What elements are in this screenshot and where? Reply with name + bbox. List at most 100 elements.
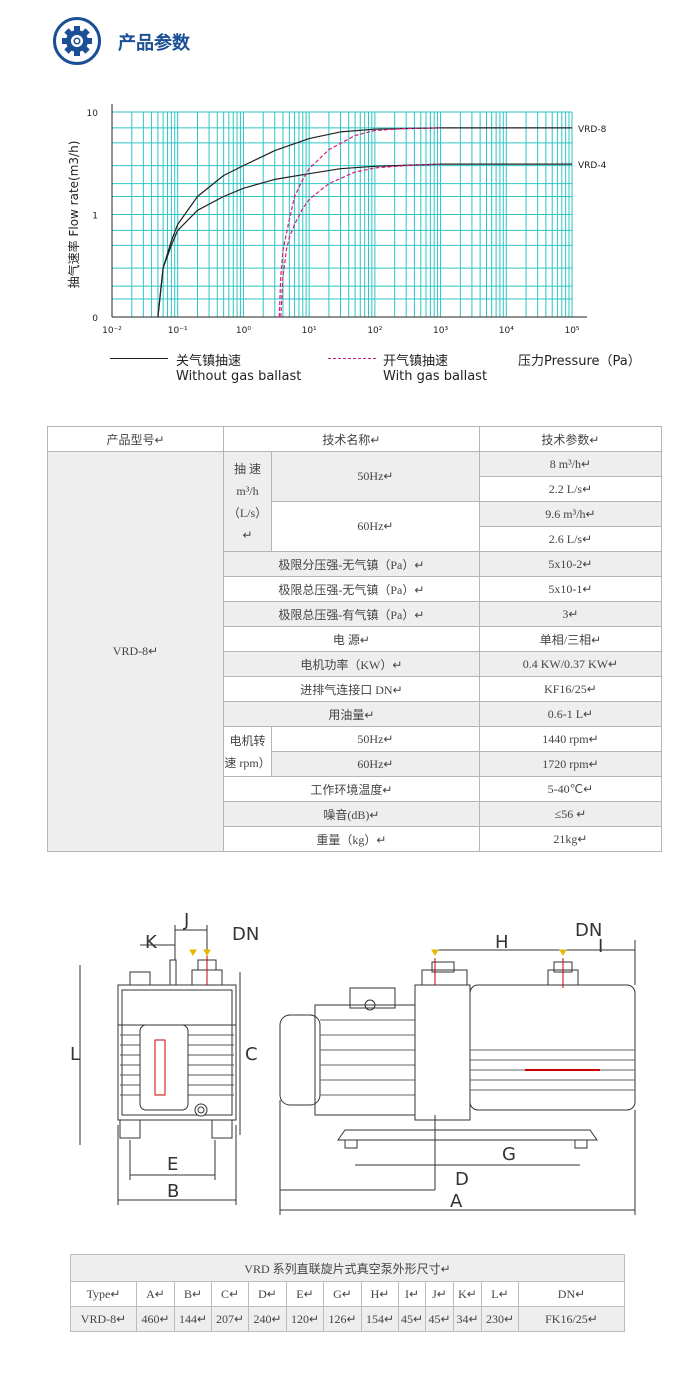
dimension-value: 45↵	[398, 1306, 426, 1332]
x-tick-label: 10¹	[302, 326, 317, 335]
legend-dashed-en: With gas ballast	[383, 369, 488, 384]
rpm-60hz: 60Hz↵	[271, 751, 480, 777]
y-tick-label: 10	[87, 109, 99, 119]
x-tick-label: 10⁻²	[102, 326, 122, 335]
spec-value: 5x10-1↵	[478, 576, 663, 602]
pump-dimension-drawing: K J DN L C E B H DN I G D A	[70, 910, 636, 1215]
spec-name: 工作环境温度↵	[223, 776, 480, 802]
spec-name: 用油量↵	[223, 701, 480, 727]
model-cell: VRD-8↵	[47, 451, 224, 852]
dimension-header: DN↵	[518, 1281, 625, 1307]
header-name: 技术名称↵	[223, 426, 480, 452]
series-label: VRD-4	[578, 161, 607, 171]
speed-50hz: 50Hz↵	[271, 451, 480, 502]
dimension-value: 34↵	[453, 1306, 482, 1332]
dim-label-h: H	[495, 932, 509, 953]
series-line	[157, 163, 572, 318]
dimension-value: 207↵	[211, 1306, 249, 1332]
speed-value: 2.2 L/s↵	[478, 476, 663, 502]
legend-solid-cn: 关气镇抽速	[176, 354, 242, 369]
legend-solid-en: Without gas ballast	[176, 369, 302, 384]
dimension-value: 240↵	[248, 1306, 287, 1332]
side-view	[279, 940, 636, 1215]
spec-value: KF16/25↵	[478, 676, 663, 702]
dimension-value: 120↵	[286, 1306, 324, 1332]
header-model: 产品型号↵	[47, 426, 224, 452]
dim-label-dn: DN	[232, 924, 259, 945]
spec-name: 电机功率（KW）↵	[223, 651, 480, 677]
x-tick-label: 10⁰	[236, 326, 251, 335]
dimension-value: 230↵	[481, 1306, 519, 1332]
legend-dashed-cn: 开气镇抽速	[383, 354, 449, 369]
dimension-header: D↵	[248, 1281, 287, 1307]
dimension-header: G↵	[323, 1281, 362, 1307]
dimension-header: J↵	[425, 1281, 454, 1307]
legend-dashed-line	[328, 358, 376, 359]
dim-label-g: G	[502, 1144, 516, 1165]
speed-60hz: 60Hz↵	[271, 501, 480, 552]
y-tick-label: 0	[92, 314, 98, 324]
dim-label-i: I	[598, 936, 603, 957]
dimension-header: A↵	[136, 1281, 175, 1307]
x-tick-label: 10⁻¹	[168, 326, 188, 335]
x-tick-label: 10²	[367, 326, 382, 335]
dim-label-a: A	[450, 1191, 463, 1212]
spec-name: 重量（kg）↵	[223, 826, 480, 852]
spec-name: 进排气连接口 DN↵	[223, 676, 480, 702]
dim-label-l: L	[70, 1044, 80, 1065]
page-title: 产品参数	[118, 33, 190, 54]
x-tick-label: 10⁴	[499, 326, 514, 335]
spec-value: 0.6-1 L↵	[478, 701, 663, 727]
spec-name: 极限分压强-无气镇（Pa）↵	[223, 551, 480, 577]
dimension-header: K↵	[453, 1281, 482, 1307]
spec-value: 5-40℃↵	[478, 776, 663, 802]
rpm-value: 1720 rpm↵	[478, 751, 663, 777]
spec-name: 极限总压强-有气镇（Pa）↵	[223, 601, 480, 627]
front-view	[79, 925, 241, 1205]
dimension-table: VRD 系列直联旋片式真空泵外形尺寸↵ Type↵A↵B↵C↵D↵E↵G↵H↵I…	[70, 1254, 625, 1332]
dim-label-b: B	[167, 1181, 179, 1202]
dim-label-c: C	[245, 1044, 258, 1065]
speed-value: 9.6 m³/h↵	[478, 501, 663, 527]
spec-value: 5x10-2↵	[478, 551, 663, 577]
legend-solid: 关气镇抽速 Without gas ballast	[110, 350, 301, 384]
series-line	[280, 163, 441, 318]
dim-label-j: J	[183, 910, 189, 931]
y-tick-label: 1	[92, 212, 98, 222]
spec-name: 极限总压强-无气镇（Pa）↵	[223, 576, 480, 602]
spec-value: 3↵	[478, 601, 663, 627]
speed-value: 8 m³/h↵	[478, 451, 663, 477]
dimension-value: 460↵	[136, 1306, 175, 1332]
speed-value: 2.6 L/s↵	[478, 526, 663, 552]
dimension-value: 144↵	[174, 1306, 212, 1332]
dimension-header: E↵	[286, 1281, 324, 1307]
dim-label-d: D	[455, 1169, 469, 1190]
dim-label-dn: DN	[575, 920, 602, 941]
dimension-header: L↵	[481, 1281, 519, 1307]
header-value: 技术参数↵	[478, 426, 663, 452]
dimension-value: FK16/25↵	[518, 1306, 625, 1332]
series-line	[278, 127, 441, 318]
dimension-table-title: VRD 系列直联旋片式真空泵外形尺寸↵	[70, 1254, 625, 1282]
dimension-header: H↵	[361, 1281, 399, 1307]
legend-dashed: 开气镇抽速 With gas ballast	[328, 350, 487, 384]
legend-solid-line	[110, 358, 168, 359]
rpm-label: 电机转速 rpm）	[223, 726, 272, 777]
series-label: VRD-8	[578, 125, 607, 135]
dim-label-e: E	[167, 1154, 178, 1175]
rpm-value: 1440 rpm↵	[478, 726, 663, 752]
x-tick-label: 10⁵	[564, 326, 579, 335]
y-axis-label: 抽气速率 Flow rate(m3/h)	[66, 141, 81, 289]
series-line	[157, 127, 572, 318]
spec-value: 21kg↵	[478, 826, 663, 852]
spec-name: 电 源↵	[223, 626, 480, 652]
dimension-header: Type↵	[70, 1281, 137, 1307]
x-axis-label: 压力Pressure（Pa）	[518, 354, 641, 369]
spec-value: ≤56 ↵	[478, 801, 663, 827]
dimension-header: B↵	[174, 1281, 212, 1307]
dim-label-k: K	[145, 932, 158, 953]
